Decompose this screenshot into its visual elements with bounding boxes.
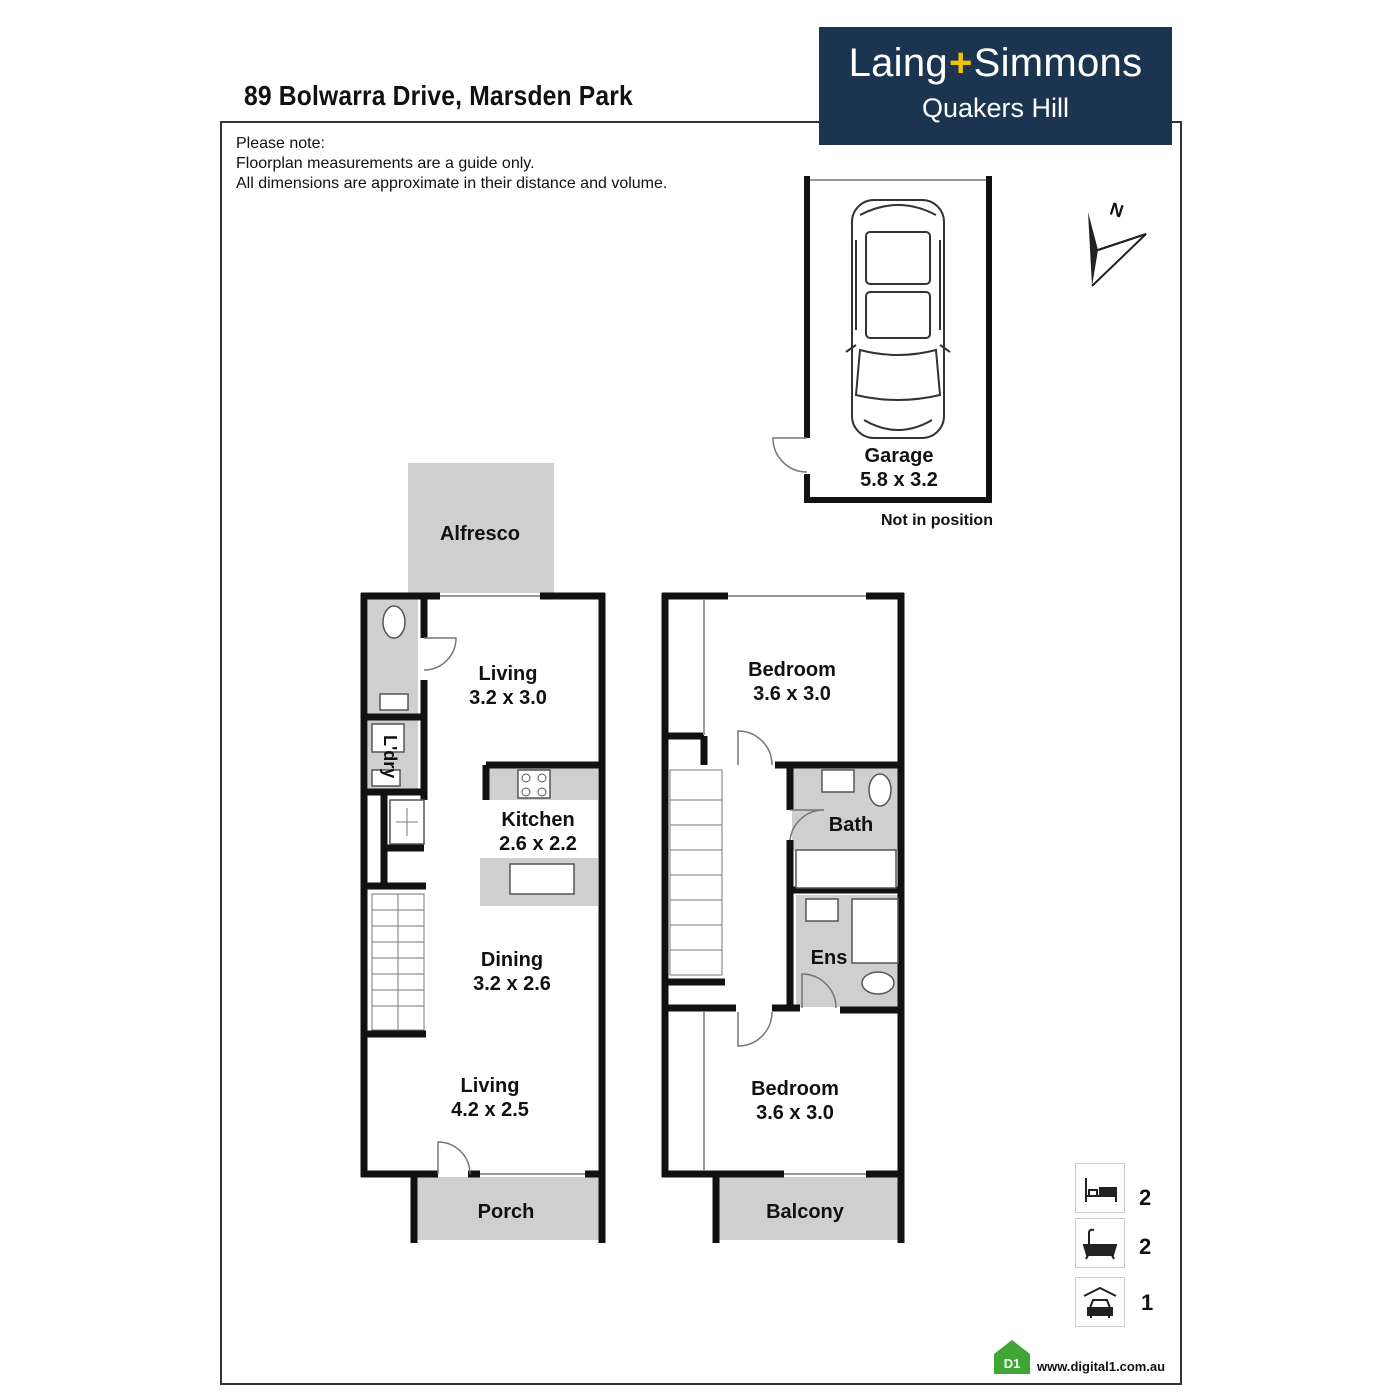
- living-bottom-size: 4.2 x 2.5: [451, 1099, 529, 1121]
- ground-floor-plan: [360, 463, 606, 1243]
- brand-name-left: Laing: [848, 41, 948, 85]
- living-bottom-label: Living 4.2 x 2.5: [451, 1074, 529, 1122]
- car-drawing: [845, 199, 951, 439]
- bedroom-top-label: Bedroom 3.6 x 3.0: [748, 658, 836, 706]
- dining-name: Dining: [480, 949, 544, 971]
- bedroom-bottom-name: Bedroom: [751, 1078, 839, 1100]
- alfresco-label: Alfresco: [439, 523, 521, 545]
- first-floor-plan: [661, 592, 905, 1243]
- kitchen-size: 2.6 x 2.2: [499, 833, 577, 855]
- bathroom-count: 2: [1139, 1234, 1152, 1259]
- brand-name-right: Simmons: [973, 41, 1143, 85]
- dining-size: 3.2 x 2.6: [473, 973, 551, 995]
- note-line: Floorplan measurements are a guide only.: [236, 155, 535, 172]
- garage-size: 5.8 x 3.2: [860, 469, 938, 491]
- dining-label: Dining 3.2 x 2.6: [473, 948, 551, 996]
- kitchen-label: Kitchen 2.6 x 2.2: [499, 808, 577, 856]
- porch-label: Porch: [477, 1201, 535, 1223]
- compass-arrow: [1088, 212, 1147, 287]
- balcony-label: Balcony: [766, 1201, 844, 1223]
- ensuite-label: Ens: [810, 947, 848, 969]
- note-line: All dimensions are approximate in their …: [236, 175, 668, 192]
- digital1-logo-icon: D1: [994, 1340, 1030, 1374]
- logo-text: D1: [1004, 1356, 1021, 1371]
- bedroom-top-name: Bedroom: [748, 659, 836, 681]
- bedroom-count: 2: [1139, 1185, 1152, 1210]
- brand-logo: Laing+Simmons Quakers Hill: [819, 27, 1172, 145]
- brand-name: Laing+Simmons: [819, 41, 1172, 86]
- laundry-label: L'dry: [380, 735, 400, 779]
- garage-count: 1: [1141, 1290, 1154, 1315]
- living-bottom-name: Living: [460, 1075, 520, 1097]
- website-link[interactable]: www.digital1.com.au: [1037, 1359, 1166, 1374]
- bedroom-top-size: 3.6 x 3.0: [753, 683, 831, 705]
- bathtub-icon: [1075, 1218, 1125, 1268]
- bedroom-bottom-size: 3.6 x 3.0: [756, 1102, 834, 1124]
- bath-label: Bath: [828, 814, 874, 836]
- garage-plan: [772, 176, 992, 503]
- living-top-label: Living 3.2 x 3.0: [469, 662, 547, 710]
- property-address: 89 Bolwarra Drive, Marsden Park: [244, 80, 633, 111]
- garage-name: Garage: [864, 445, 934, 467]
- brand-plus: +: [948, 41, 973, 85]
- garage-label: Garage 5.8 x 3.2: [860, 444, 938, 492]
- bedroom-bottom-label: Bedroom 3.6 x 3.0: [751, 1077, 839, 1125]
- note-line: Please note:: [236, 135, 325, 152]
- living-top-name: Living: [478, 663, 538, 685]
- garage-note: Not in position: [881, 512, 993, 529]
- brand-office: Quakers Hill: [921, 93, 1070, 123]
- plan-frame: [220, 121, 1182, 1385]
- disclaimer-notes: Please note: Floorplan measurements are …: [236, 134, 667, 194]
- living-top-size: 3.2 x 3.0: [469, 687, 547, 709]
- bed-icon: [1075, 1163, 1125, 1213]
- kitchen-name: Kitchen: [501, 809, 575, 831]
- car-icon: [1075, 1277, 1125, 1327]
